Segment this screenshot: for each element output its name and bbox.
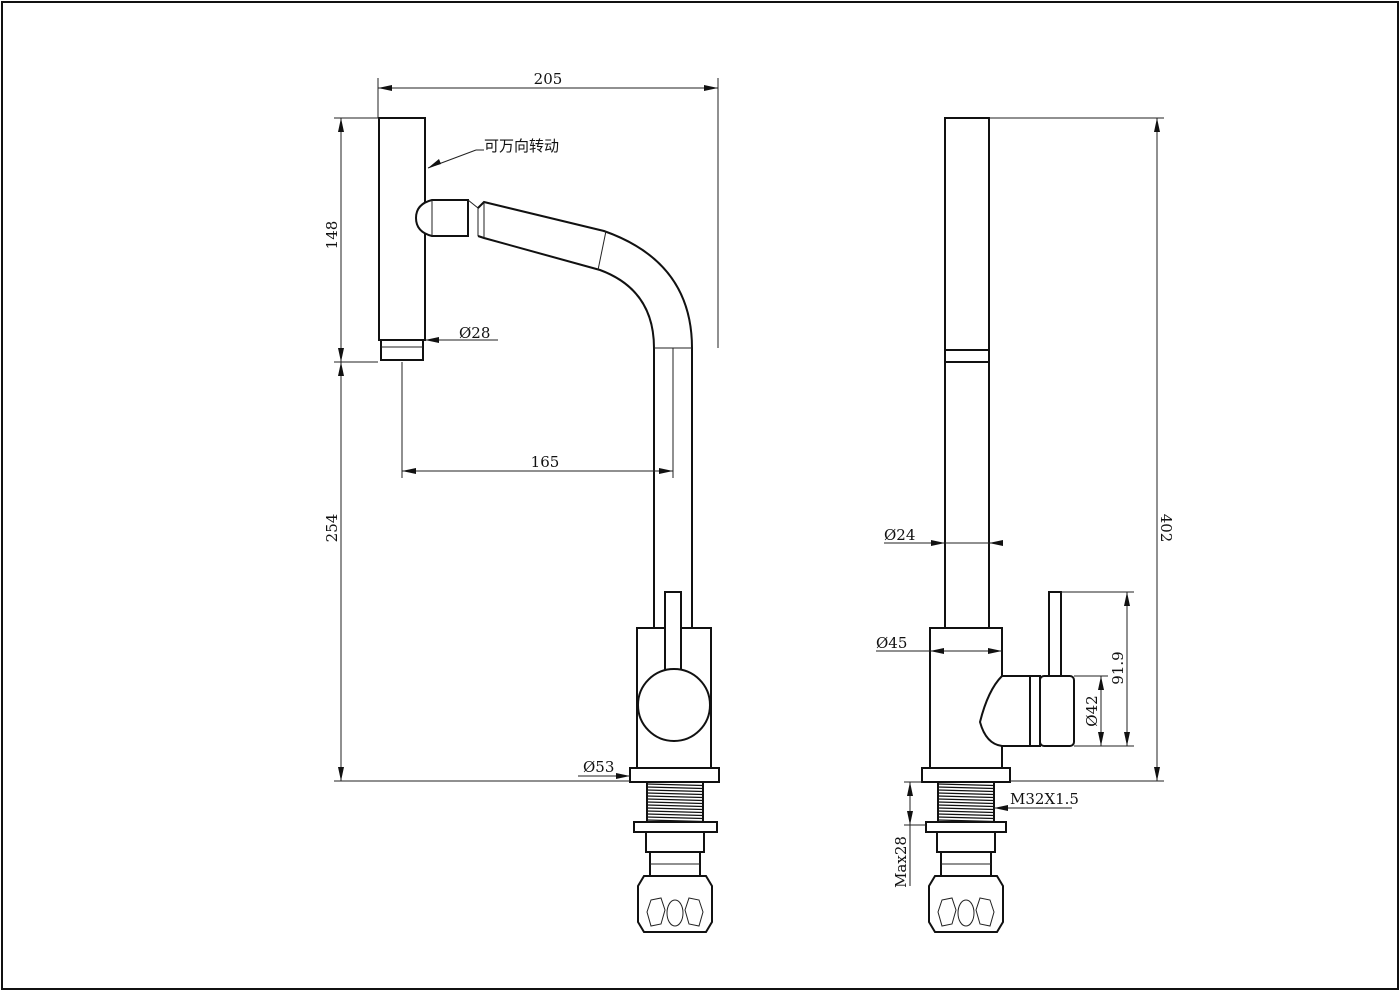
- dim-diameter-head: Ø28: [459, 324, 490, 342]
- thread-line: [937, 798, 995, 802]
- dim-width-total: 205: [534, 70, 563, 88]
- dim-diameter-spout: Ø24: [884, 526, 915, 544]
- side-dimensions: 402 Ø24 Ø45 91.9 Ø42 M32X1.5 M: [876, 117, 1175, 888]
- thread-line: [937, 792, 995, 796]
- thread-line: [937, 804, 995, 808]
- dim-height-total: 402: [1157, 514, 1175, 543]
- hose-fitting-side: [928, 875, 1004, 933]
- thread-line: [646, 813, 704, 817]
- thread-line: [937, 807, 995, 811]
- thread-line: [646, 807, 704, 811]
- dim-height-spout-head: 148: [323, 221, 341, 250]
- thread-line: [646, 792, 704, 796]
- rotation-note: 可万向转动: [484, 137, 559, 155]
- dim-handle-height: 91.9: [1109, 651, 1127, 684]
- dim-diameter-base-front: Ø53: [583, 758, 614, 776]
- spout-head: [378, 117, 426, 341]
- thread-line: [937, 816, 995, 820]
- thread-line: [646, 801, 704, 805]
- mount-nut-front: [633, 821, 718, 833]
- cartridge-cap: [1029, 675, 1041, 747]
- dim-diameter-handle: Ø42: [1083, 695, 1101, 726]
- handle-lever-side: [1048, 591, 1062, 677]
- front-dimensions: 205 148 254 Ø28 165 Ø53 可万向转动: [323, 70, 719, 782]
- dim-height-spout-base: 254: [323, 514, 341, 543]
- thread-line: [937, 801, 995, 805]
- spout-head-side: [944, 117, 990, 351]
- base-ring-side: [921, 767, 1011, 783]
- cartridge-housing: [978, 675, 1031, 747]
- thread-lines-side: [937, 783, 995, 823]
- thread-line: [646, 783, 704, 787]
- thread-line: [646, 795, 704, 799]
- thread-line: [646, 804, 704, 808]
- thread-line: [646, 786, 704, 790]
- thread-line: [937, 795, 995, 799]
- thread-line: [937, 789, 995, 793]
- dim-diameter-body: Ø45: [876, 634, 907, 652]
- swivel-joint: [414, 199, 469, 237]
- side-view: [921, 117, 1075, 933]
- thread-line: [646, 789, 704, 793]
- thread-lines-front: [646, 783, 704, 823]
- mount-washer-side: [936, 831, 996, 853]
- dim-max-thickness: Max28: [892, 836, 910, 888]
- thread-line: [937, 786, 995, 790]
- handle-disc-front: [637, 668, 711, 742]
- dim-thread: M32X1.5: [1010, 790, 1079, 808]
- dim-reach: 165: [531, 453, 560, 471]
- handle-disc-side: [1039, 675, 1075, 747]
- thread-line: [937, 813, 995, 817]
- thread-line: [937, 810, 995, 814]
- hose-fitting-front: [637, 875, 713, 933]
- thread-line: [646, 798, 704, 802]
- spout-head-tip-side: [944, 349, 990, 363]
- spout-head-nozzle: [380, 339, 424, 361]
- mount-washer-front: [645, 831, 705, 853]
- thread-line: [646, 810, 704, 814]
- base-ring-front: [629, 767, 720, 783]
- front-view: [378, 117, 720, 933]
- thread-line: [937, 783, 995, 787]
- spout-arm: [477, 200, 693, 628]
- mount-nut-side: [925, 821, 1007, 833]
- thread-line: [646, 816, 704, 820]
